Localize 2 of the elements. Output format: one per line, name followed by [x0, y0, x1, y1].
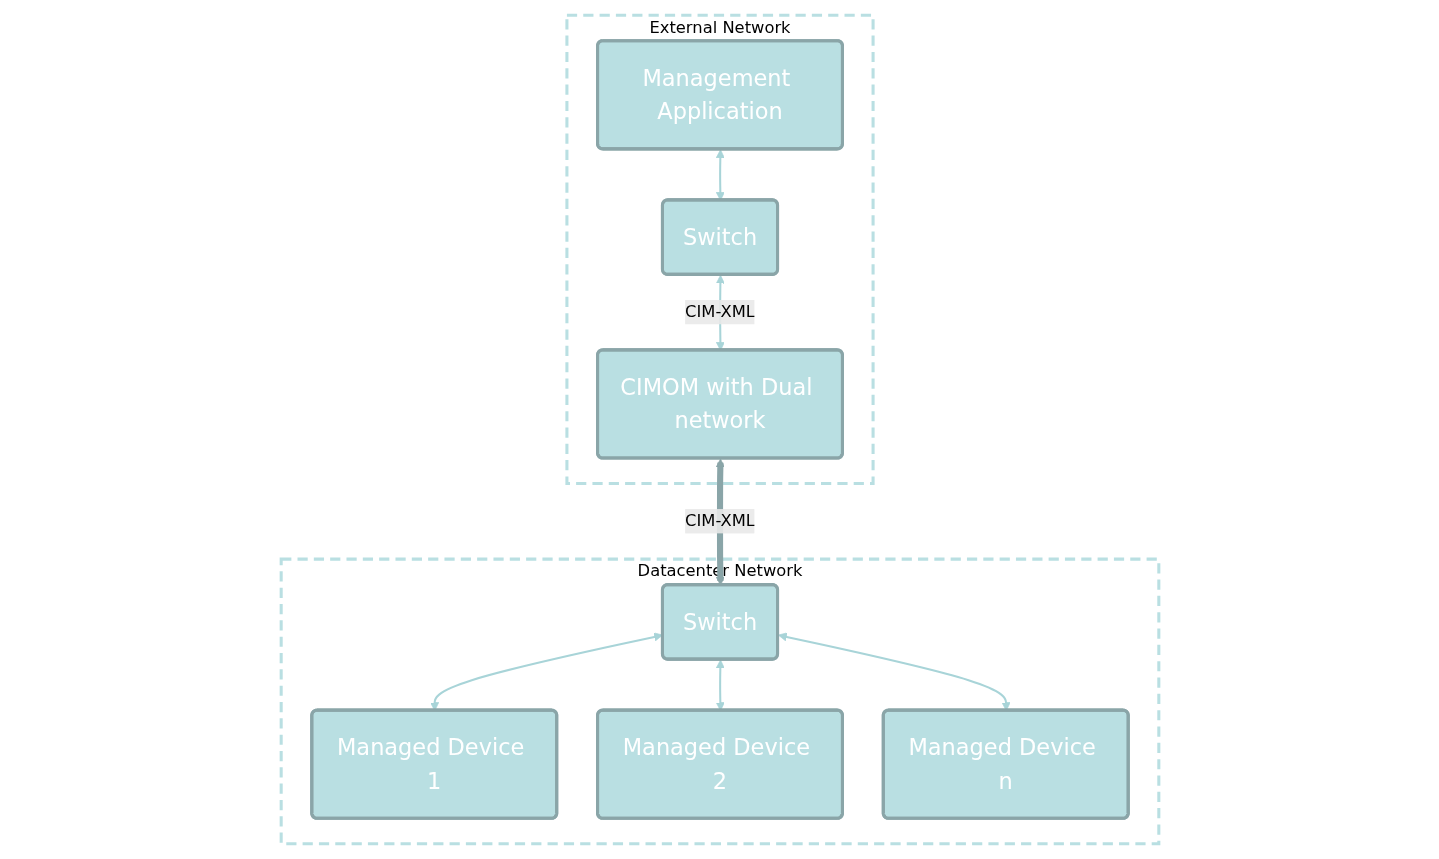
edge-label: CIM-XML — [684, 301, 755, 322]
edge-label: CIM-XML — [684, 511, 755, 531]
